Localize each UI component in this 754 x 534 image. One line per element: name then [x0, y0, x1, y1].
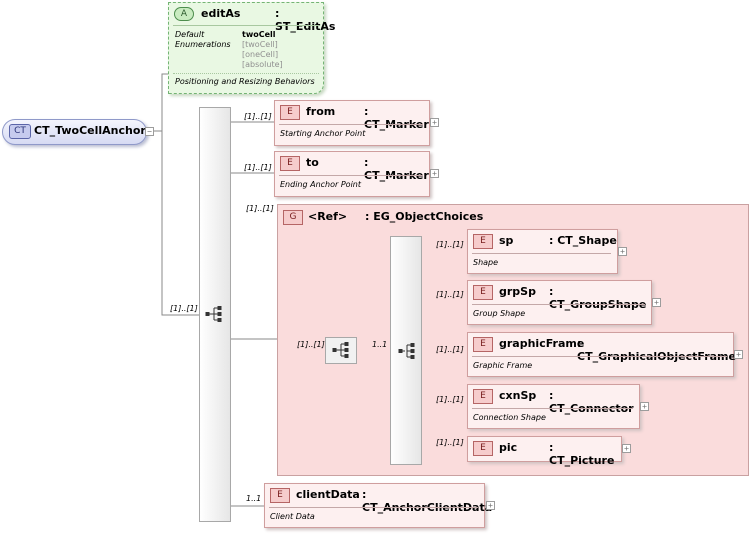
element-type: : CT_AnchorClientData: [362, 488, 493, 514]
element-description: Client Data: [270, 512, 315, 521]
choice-cardinality: 1..1: [372, 340, 388, 349]
complex-type-node[interactable]: CT CT_TwoCellAnchor: [2, 119, 147, 145]
divider: [173, 25, 319, 26]
collapse-icon[interactable]: −: [145, 127, 154, 136]
attribute-description: Positioning and Resizing Behaviors: [175, 77, 315, 86]
divider: [472, 408, 633, 409]
from-cardinality: [1]..[1]: [244, 112, 272, 121]
default-value: twoCell: [242, 30, 276, 39]
divider: [173, 73, 319, 74]
element-badge: E: [473, 337, 493, 352]
element-cxnSp[interactable]: E cxnSp : CT_Connector Connection Shape: [467, 384, 640, 429]
divider: [472, 253, 611, 254]
element-grpSp[interactable]: E grpSp : CT_GroupShape Group Shape: [467, 280, 652, 325]
element-name: clientData: [296, 488, 360, 501]
element-type: : CT_Picture: [549, 441, 615, 467]
element-to[interactable]: E to : CT_Marker Ending Anchor Point: [274, 151, 430, 197]
pic-cardinality: [1]..[1]: [436, 438, 464, 447]
element-type: : CT_GroupShape: [549, 285, 647, 311]
group-name: <Ref>: [308, 210, 348, 223]
graphicFrame-cardinality: [1]..[1]: [436, 345, 464, 354]
element-name: from: [306, 105, 336, 118]
clientData-cardinality: 1..1: [246, 494, 262, 503]
element-description: Graphic Frame: [473, 361, 533, 370]
complex-type-badge: CT: [9, 124, 31, 139]
element-type: : CT_Connector: [549, 389, 634, 415]
divider: [279, 175, 423, 176]
element-name: to: [306, 156, 319, 169]
element-pic[interactable]: E pic : CT_Picture: [467, 436, 622, 467]
element-clientData[interactable]: E clientData : CT_AnchorClientData Clien…: [264, 483, 492, 528]
inner-sequence-cardinality: [1]..[1]: [297, 340, 325, 349]
divider: [279, 124, 423, 125]
element-badge: E: [473, 285, 493, 300]
sp-cardinality: [1]..[1]: [436, 240, 464, 249]
element-badge: E: [270, 488, 290, 503]
expand-icon[interactable]: +: [622, 444, 631, 453]
grpSp-cardinality: [1]..[1]: [436, 290, 464, 299]
element-graphicFrame[interactable]: E graphicFrame : CT_GraphicalObjectFrame…: [467, 332, 736, 377]
expand-icon[interactable]: +: [618, 247, 627, 256]
default-label: Default: [175, 30, 205, 39]
expand-icon[interactable]: +: [430, 169, 439, 178]
divider: [269, 507, 478, 508]
cxnSp-cardinality: [1]..[1]: [436, 395, 464, 404]
element-badge: E: [280, 105, 300, 120]
enum-value: [absolute]: [242, 60, 283, 69]
element-badge: E: [473, 441, 493, 456]
element-description: Group Shape: [473, 309, 526, 318]
attribute-type: : ST_EditAs: [275, 7, 336, 33]
complex-type-name: CT_TwoCellAnchor: [34, 124, 146, 137]
choice-icon: [398, 343, 415, 359]
enumerations-label: Enumerations: [175, 40, 231, 49]
element-name: grpSp: [499, 285, 536, 298]
element-type: : CT_Marker: [364, 105, 429, 131]
element-description: Starting Anchor Point: [280, 129, 366, 138]
attribute-badge: A: [174, 7, 194, 21]
element-badge: E: [473, 234, 493, 249]
element-type: : CT_GraphicalObjectFrame: [577, 337, 736, 363]
attribute-editAs[interactable]: A editAs : ST_EditAs Default Enumeration…: [168, 2, 335, 94]
expand-icon[interactable]: +: [652, 298, 661, 307]
element-badge: E: [280, 156, 300, 171]
expand-icon[interactable]: +: [430, 118, 439, 127]
expand-icon[interactable]: +: [734, 350, 743, 359]
enum-value: [oneCell]: [242, 50, 279, 59]
expand-icon[interactable]: +: [486, 501, 495, 510]
group-type: : EG_ObjectChoices: [365, 210, 484, 223]
element-badge: E: [473, 389, 493, 404]
element-name: pic: [499, 441, 518, 454]
expand-icon[interactable]: +: [640, 402, 649, 411]
enum-value: [twoCell]: [242, 40, 278, 49]
attribute-name: editAs: [201, 7, 241, 20]
element-sp[interactable]: E sp : CT_Shape Shape: [467, 229, 618, 274]
choice-compositor[interactable]: [390, 236, 422, 465]
group-cardinality: [1]..[1]: [246, 204, 274, 213]
sequence-icon: [332, 342, 349, 358]
element-name: sp: [499, 234, 514, 247]
element-description: Connection Shape: [473, 413, 546, 422]
element-from[interactable]: E from : CT_Marker Starting Anchor Point: [274, 100, 430, 146]
element-type: : CT_Shape: [549, 234, 617, 247]
sequence-icon: [205, 306, 222, 322]
element-name: graphicFrame: [499, 337, 585, 350]
to-cardinality: [1]..[1]: [244, 163, 272, 172]
element-type: : CT_Marker: [364, 156, 429, 182]
element-description: Ending Anchor Point: [280, 180, 362, 189]
divider: [472, 356, 727, 357]
element-name: cxnSp: [499, 389, 537, 402]
group-badge: G: [283, 210, 303, 225]
sequence-cardinality: [1]..[1]: [170, 304, 198, 313]
element-description: Shape: [473, 258, 499, 267]
divider: [472, 304, 645, 305]
